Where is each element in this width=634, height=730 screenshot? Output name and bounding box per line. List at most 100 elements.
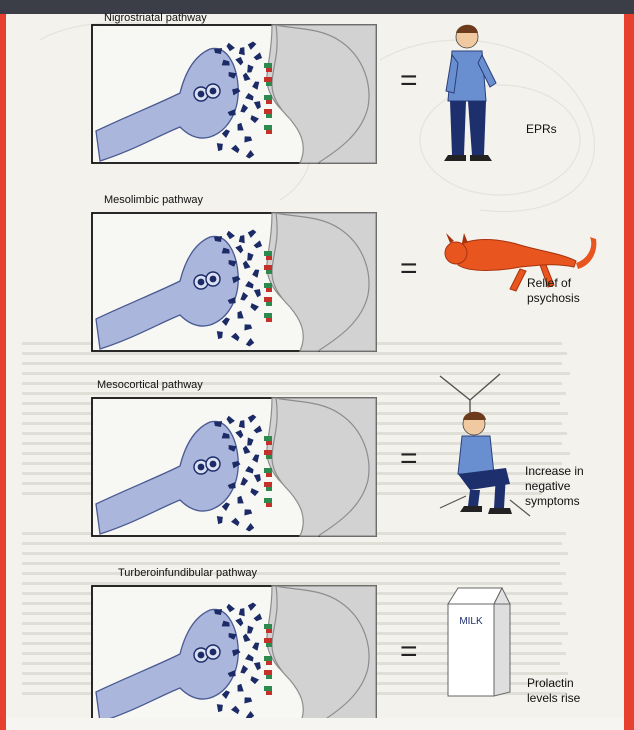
devil-horns [446,233,468,243]
effect-line: Relief of [527,276,572,290]
cobweb-lines [439,495,531,517]
dopamine-molecule [238,235,245,244]
receptor [266,302,272,306]
synapse-diagram [91,585,377,725]
right-leg [468,101,486,155]
receptor [266,473,272,477]
dopamine-molecule [245,281,254,289]
presynaptic-terminal [95,235,239,350]
receptor [264,95,272,100]
receptor [266,675,272,679]
left-red-border [0,14,6,730]
dopamine-molecule [221,620,230,627]
vesicle-core [197,278,205,286]
dopamine-molecule [216,516,223,525]
effect-line: Increase in [525,464,584,478]
presynaptic-terminal [95,47,239,162]
dopamine-molecule [247,64,254,73]
receptor [264,670,272,675]
dopamine-molecule [216,331,223,340]
dopamine-molecule [247,229,257,238]
dopamine-molecule [226,42,235,52]
presynaptic-terminal [95,608,239,723]
devil-legs [509,264,555,292]
vesicle-core [197,651,205,659]
postsynaptic-body [271,212,370,352]
dopamine-molecule [238,47,245,56]
receptor [266,643,272,647]
dopamine-molecule [232,275,241,284]
dopamine-molecule [253,474,261,483]
effect-label: EPRs [526,122,557,136]
dopamine-molecule [216,704,223,713]
dopamine-molecule [242,260,251,270]
fallen-devil-icon [444,233,597,292]
receptor [264,686,272,691]
dopamine-molecule [247,602,257,611]
vesicle-core [209,648,217,656]
synapse-diagram [91,24,377,164]
receptor [266,455,272,459]
receptor [266,629,272,633]
shins [494,474,506,508]
shirt [457,435,495,475]
dopamine-molecule [245,523,255,532]
right-shoe [470,155,492,161]
dopamine-molecule [245,93,254,101]
dopamine-molecule [253,613,263,622]
dopamine-molecule [247,414,257,423]
dopamine-molecule [221,317,230,326]
dopamine-molecule [250,488,259,497]
dopamine-molecule [240,665,249,674]
dopamine-molecule [253,240,263,249]
receptor [266,68,272,72]
dopamine-molecule [245,466,254,474]
dopamine-molecule [232,460,241,469]
dopamine-molecule [252,642,260,651]
dopamine-molecule [238,420,245,429]
dopamine-molecule [247,437,254,446]
top-bar [0,0,634,14]
vesicle-core [197,90,205,98]
sitting-man-icon [439,373,531,517]
dopamine-molecule [228,259,237,267]
receptor [264,638,272,643]
dopamine-molecule [242,72,251,82]
dopamine-molecule [250,303,259,312]
dopamine-molecule [231,705,240,715]
vesicle-core [209,460,217,468]
equals-sign: = [400,442,418,475]
dopamine-molecule [214,236,222,242]
effect-line: symptoms [525,494,580,508]
dopamine-molecule [245,711,255,720]
devil-tail [576,237,597,269]
dopamine-molecule [227,297,236,304]
dopamine-molecule [247,252,254,261]
postsynaptic-body [271,397,370,537]
dopamine-molecule [232,87,241,96]
left-shin [468,490,480,506]
dopamine-molecule [244,324,253,331]
dopamine-molecule [226,415,235,425]
right-arm [477,53,497,88]
dopamine-molecule [237,495,244,504]
dopamine-molecule [214,609,222,615]
equals-sign: = [400,64,418,97]
effect-line: EPRs [526,122,557,136]
receptor [266,130,272,134]
hair [463,411,486,420]
dopamine-molecule [253,289,261,298]
receptor [266,114,272,118]
dopamine-molecule [228,444,237,452]
dopamine-molecule [235,617,244,627]
postsynaptic-body [271,24,370,164]
dopamine-molecule [216,143,223,152]
left-leg [450,101,466,155]
receptor [264,450,272,455]
devil-head [444,241,468,265]
page-bottom-edge [6,718,624,730]
dopamine-molecule [227,670,236,677]
dopamine-molecule [214,48,222,54]
